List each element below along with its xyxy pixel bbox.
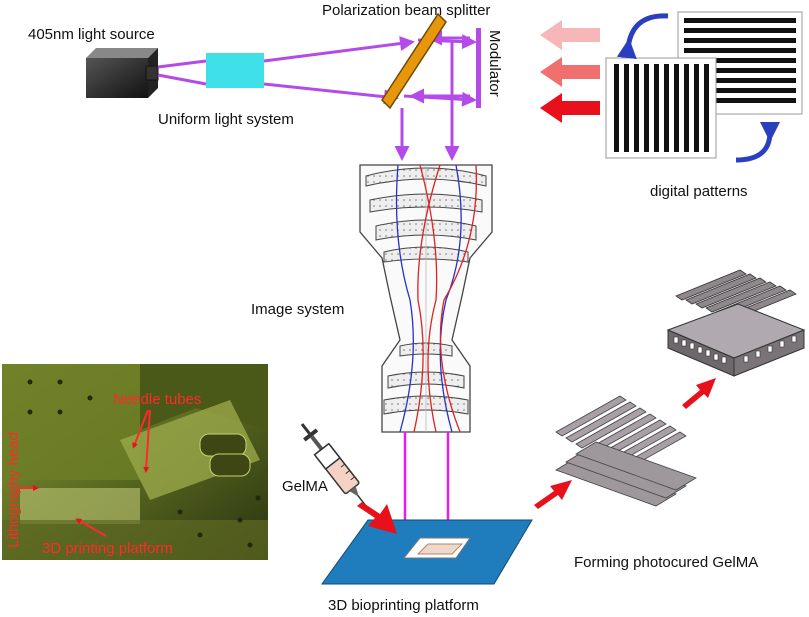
light-beam-paths xyxy=(157,30,477,161)
rotate-arrow-top-icon xyxy=(616,13,669,60)
gelma-label: GelMA xyxy=(282,478,328,495)
needle-tubes-label: Needle tubes xyxy=(113,391,201,408)
photo-callout-arrows xyxy=(18,409,151,537)
digital-patterns-label: digital patterns xyxy=(650,183,748,200)
device-photo xyxy=(2,364,268,560)
lithography-head-label: Lithography head xyxy=(5,432,22,548)
process-arrows xyxy=(357,378,716,534)
printing-platform-label: 3D printing platform xyxy=(42,540,173,557)
forming-gelma-label: Forming photocured GelMA xyxy=(574,554,758,571)
syringe-icon xyxy=(300,423,371,512)
image-system-lens xyxy=(359,164,493,433)
light-source-device xyxy=(86,48,159,98)
modulator-label: Modulator xyxy=(486,30,503,97)
uniform-light-box xyxy=(206,53,264,88)
gelma-scaffold-block xyxy=(666,269,806,377)
bioprinting-platform-label: 3D bioprinting platform xyxy=(328,597,479,614)
projection-beams xyxy=(398,432,455,539)
gelma-lattice-layers xyxy=(555,395,697,507)
image-system-rays xyxy=(395,164,478,433)
rotate-arrow-bottom-icon xyxy=(735,121,781,163)
light-source-label: 405nm light source xyxy=(28,26,155,43)
bioprinting-platform xyxy=(321,519,533,585)
image-system-label: Image system xyxy=(251,301,344,318)
digital-pattern-vertical xyxy=(605,57,717,159)
beam-splitter xyxy=(381,12,447,110)
uniform-light-label: Uniform light system xyxy=(158,111,294,128)
pattern-arrows xyxy=(540,20,600,123)
modulator-plate xyxy=(476,28,481,108)
beam-splitter-label: Polarization beam splitter xyxy=(322,2,490,19)
